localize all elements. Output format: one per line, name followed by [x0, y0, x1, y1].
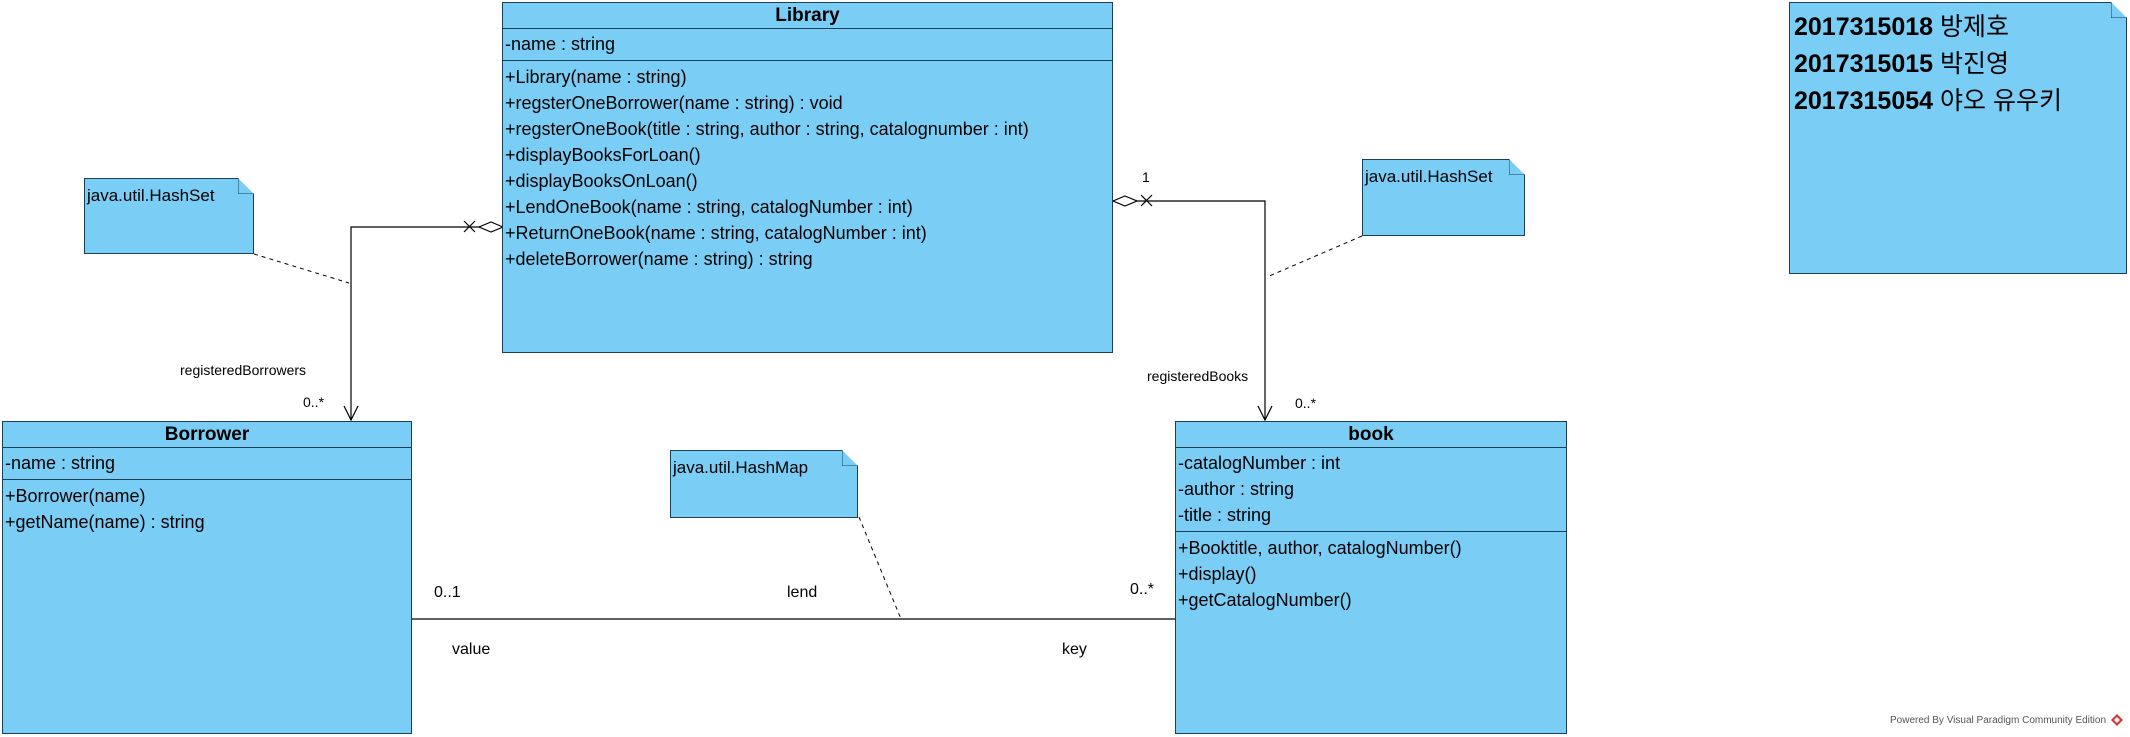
visual-paradigm-logo-icon	[2111, 714, 2123, 726]
role-key: key	[1062, 641, 1087, 658]
operation: +display()	[1178, 564, 1257, 584]
role-registered-books: registeredBooks	[1147, 368, 1249, 384]
role-registered-borrowers: registeredBorrowers	[180, 362, 307, 378]
aggregation-diamond-borrowers	[477, 221, 505, 233]
operation: +Library(name : string)	[505, 67, 687, 87]
multiplicity-lend-borrower: 0..1	[434, 584, 461, 601]
operation: +Borrower(name)	[5, 486, 146, 506]
member-name: 방제호	[1940, 13, 2010, 41]
note-hashset-right[interactable]: java.util.HashSet	[1362, 159, 1525, 236]
operation: +displayBooksForLoan()	[505, 145, 701, 165]
attribute: -title : string	[1178, 505, 1272, 525]
note-text: java.util.HashMap	[673, 458, 809, 477]
note-fold	[2111, 2, 2127, 18]
note-fold-line	[2111, 2, 2127, 18]
association-library-borrower	[350, 226, 503, 420]
note-fold	[238, 178, 254, 194]
note-team-members[interactable]: 2017315018 방제호 2017315015 박진영 2017315054…	[1789, 2, 2127, 274]
association-library-book	[1113, 200, 1266, 420]
operation-compartment: +Library(name : string) +regsterOneBorro…	[503, 61, 1112, 272]
member-name: 야오 유우키	[1940, 87, 2062, 115]
member-line: 2017315018 방제호	[1794, 9, 2122, 46]
member-id: 2017315015	[1794, 50, 1934, 78]
note-connector-hashset-right	[1266, 235, 1363, 278]
attribute: -name : string	[505, 34, 616, 54]
note-text: java.util.HashSet	[1365, 167, 1493, 186]
multiplicity-lend-book: 0..*	[1130, 581, 1155, 598]
note-hashset-left[interactable]: java.util.HashSet	[84, 178, 254, 254]
arrowhead-borrower	[343, 405, 359, 422]
class-name: Library	[503, 3, 1112, 29]
note-hashmap[interactable]: java.util.HashMap	[670, 450, 858, 518]
navigability-cross-borrowers	[463, 220, 476, 233]
member-line: 2017315054 야오 유우키	[1794, 83, 2122, 120]
operation: +LendOneBook(name : string, catalogNumbe…	[505, 197, 913, 217]
class-name: book	[1176, 422, 1566, 448]
operation: +ReturnOneBook(name : string, catalogNum…	[505, 223, 927, 243]
attribute-compartment: -name : string	[503, 29, 1112, 61]
association-name-lend: lend	[787, 584, 818, 601]
operation: +Booktitle, author, catalogNumber()	[1178, 538, 1462, 558]
note-text: java.util.HashSet	[87, 186, 215, 205]
navigability-cross-books	[1140, 194, 1153, 207]
operation: +regsterOneBook(title : string, author :…	[505, 119, 1029, 139]
operation: +regsterOneBorrower(name : string) : voi…	[505, 93, 843, 113]
class-borrower[interactable]: Borrower -name : string +Borrower(name) …	[2, 421, 412, 734]
operation: +getName(name) : string	[5, 512, 205, 532]
operation-compartment: +Borrower(name) +getName(name) : string	[3, 480, 411, 535]
attribute: -catalogNumber : int	[1178, 453, 1341, 473]
class-book[interactable]: book -catalogNumber : int -author : stri…	[1175, 421, 1567, 734]
attribute: -author : string	[1178, 479, 1295, 499]
watermark-text: Powered By Visual Paradigm Community Edi…	[1890, 715, 2107, 726]
arrowhead-book	[1257, 405, 1273, 422]
note-fold-line	[842, 450, 858, 466]
note-connector-hashset-left	[253, 253, 350, 284]
member-id: 2017315054	[1794, 87, 1934, 115]
attribute-compartment: -catalogNumber : int -author : string -t…	[1176, 448, 1566, 532]
operation: +deleteBorrower(name : string) : string	[505, 249, 813, 269]
operation: +getCatalogNumber()	[1178, 590, 1352, 610]
note-fold-line	[238, 178, 254, 194]
multiplicity-borrowers: 0..*	[303, 394, 325, 410]
member-name: 박진영	[1940, 50, 2010, 78]
class-library[interactable]: Library -name : string +Library(name : s…	[502, 2, 1113, 353]
note-fold	[842, 450, 858, 466]
aggregation-diamond-books	[1111, 195, 1139, 207]
note-connector-hashmap	[858, 516, 902, 620]
attribute: -name : string	[5, 453, 116, 473]
multiplicity-library: 1	[1142, 169, 1150, 185]
operation-compartment: +Booktitle, author, catalogNumber() +dis…	[1176, 532, 1566, 613]
note-fold	[1509, 159, 1525, 175]
note-fold-line	[1509, 159, 1525, 175]
attribute-compartment: -name : string	[3, 448, 411, 480]
role-value: value	[452, 641, 491, 658]
multiplicity-books: 0..*	[1295, 395, 1317, 411]
operation: +displayBooksOnLoan()	[505, 171, 698, 191]
class-name: Borrower	[3, 422, 411, 448]
member-line: 2017315015 박진영	[1794, 46, 2122, 83]
member-id: 2017315018	[1794, 13, 1934, 41]
